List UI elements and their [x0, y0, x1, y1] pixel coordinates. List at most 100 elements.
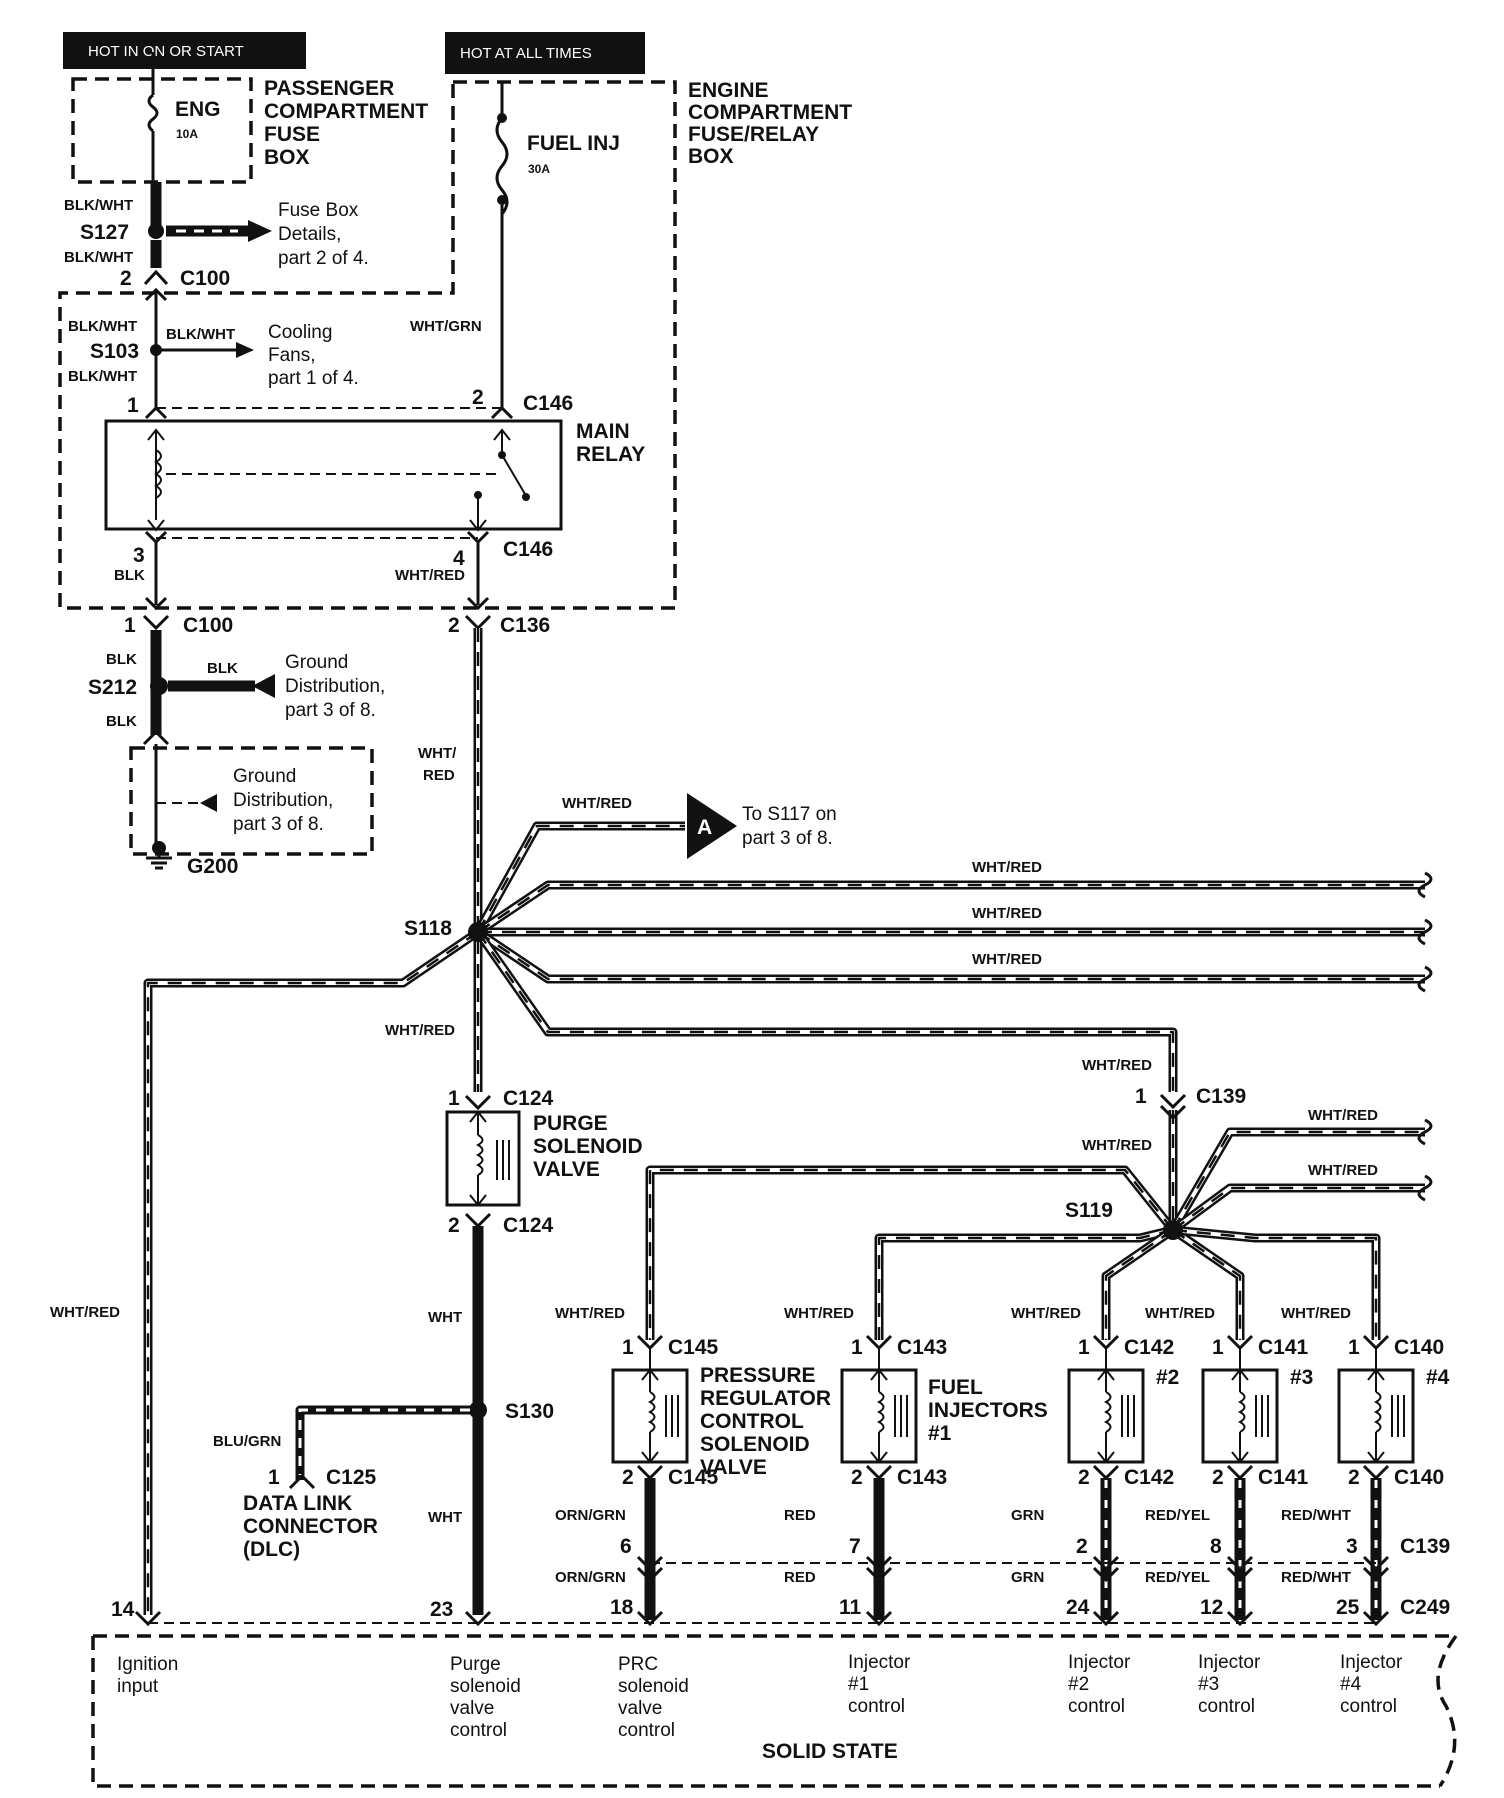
- relay-switch-icon: [501, 454, 526, 495]
- fuel-inj-line1: FUEL: [928, 1376, 983, 1399]
- s103-ref-2: Fans,: [268, 345, 316, 366]
- s119-id: S119: [1065, 1199, 1113, 1222]
- solid-state-box: [91, 1634, 1458, 1788]
- purge-line1: PURGE: [533, 1112, 608, 1135]
- wht-red-harness: [143, 628, 1425, 1615]
- ecm-label-inj1-2: #1: [848, 1674, 869, 1695]
- ecm-label-purge-1: Purge: [450, 1654, 501, 1675]
- ecm-label-inj2-3: control: [1068, 1696, 1125, 1717]
- ecm-label-inj3-1: Injector: [1198, 1652, 1261, 1673]
- prc-line1: PRESSURE: [700, 1364, 816, 1387]
- s118-id: S118: [404, 917, 452, 940]
- pcfb-line3: FUSE: [264, 123, 320, 146]
- injector-3-tag: #3: [1290, 1366, 1313, 1389]
- ecm-label-prc-4: control: [618, 1720, 675, 1741]
- prc-line4: SOLENOID: [700, 1433, 810, 1456]
- conn-a-ref-2: part 3 of 8.: [742, 828, 833, 849]
- c100-bot-id: C100: [183, 614, 233, 637]
- wire-wht-red-r3: WHT/RED: [972, 951, 1042, 968]
- c146-pin4: 4: [453, 547, 465, 570]
- c139-top-id: C139: [1196, 1085, 1246, 1108]
- main-relay: [104, 419, 563, 531]
- s103-id: S103: [90, 340, 139, 363]
- c146-bot-id: C146: [503, 538, 553, 561]
- injector-3-wire-top: WHT/RED: [1145, 1305, 1215, 1322]
- prc-solenoid-wire-mid: ORN/GRN: [555, 1507, 626, 1524]
- c146-pin2: 2: [472, 386, 484, 409]
- c136-id: C136: [500, 614, 550, 637]
- ecm-label-inj1-3: control: [848, 1696, 905, 1717]
- splice-s212: [150, 677, 168, 695]
- injector-3-conn-bot: C141: [1258, 1466, 1309, 1489]
- ecm-label-prc-3: valve: [618, 1698, 662, 1719]
- solenoid-coil-icon: [647, 1391, 656, 1433]
- injector-2-bot-connector: [1092, 1464, 1120, 1481]
- ecm-label-purge-4: control: [450, 1720, 507, 1741]
- injector-3-wire-low: RED/YEL: [1145, 1569, 1210, 1586]
- c100-bot-pin: 1: [124, 614, 136, 637]
- c146-pin1: 1: [127, 394, 139, 417]
- injector-4-c139-pin: 3: [1346, 1535, 1358, 1558]
- fuse-inj-icon: [495, 117, 509, 215]
- wire-blk-wht-2: BLK/WHT: [64, 249, 133, 266]
- injector-1-wire-low: RED: [784, 1569, 816, 1586]
- injector-2-wire-low: GRN: [1011, 1569, 1044, 1586]
- main-relay-line2: RELAY: [576, 443, 645, 466]
- wire-blk-wht-3: BLK/WHT: [68, 318, 137, 335]
- c100-top-connector: [143, 269, 169, 286]
- header-ign-box: [63, 32, 306, 69]
- injector-1-conn-bot: C143: [897, 1466, 947, 1489]
- engine-fuse-relay-box: [58, 80, 677, 610]
- pcfb-line2: COMPARTMENT: [264, 100, 428, 123]
- wire-break-icon: [1417, 965, 1433, 993]
- solenoid-coil-icon: [475, 1134, 484, 1176]
- prc-solenoid-conn-bot: C145: [668, 1466, 719, 1489]
- splice-s119: [1163, 1220, 1183, 1240]
- ecfrb-line1: ENGINE: [688, 79, 769, 102]
- s127-ref-3: part 2 of 4.: [278, 248, 369, 269]
- prc-solenoid-wire-top: WHT/RED: [555, 1305, 625, 1322]
- purge-line2: SOLENOID: [533, 1135, 643, 1158]
- c100-top-id: C100: [180, 267, 230, 290]
- c139-label: C139: [1400, 1535, 1450, 1558]
- ecm-label-inj3-3: control: [1198, 1696, 1255, 1717]
- injector-3-wire-mid: RED/YEL: [1145, 1507, 1210, 1524]
- c100-top-pin: 2: [120, 267, 132, 290]
- c124-pin2: 2: [448, 1214, 460, 1237]
- wire-wht-red-split-2: RED: [423, 767, 455, 784]
- fuse-eng-name: ENG: [175, 98, 221, 121]
- pcfb-line1: PASSENGER: [264, 77, 394, 100]
- c124-pin1: 1: [448, 1087, 460, 1110]
- prc-solenoid-c249-pin: 18: [610, 1596, 634, 1619]
- injector-1-bot-connector: [865, 1464, 893, 1481]
- dlc-line1: DATA LINK: [243, 1492, 352, 1515]
- dlc-pin: 1: [268, 1466, 280, 1489]
- prc-solenoid-wire-low: ORN/GRN: [555, 1569, 626, 1586]
- solenoid-coil-icon: [1373, 1391, 1382, 1433]
- ecm-label-inj2-1: Injector: [1068, 1652, 1131, 1673]
- gnd-box-ref-1: Ground: [233, 766, 296, 787]
- s212-ref-1: Ground: [285, 652, 348, 673]
- wire-wht-red-r4: WHT/RED: [1308, 1107, 1378, 1124]
- wire-blk-4: BLK: [106, 713, 137, 730]
- fuel-inj-line2: INJECTORS: [928, 1399, 1048, 1422]
- injector-1-c139-pin: 7: [849, 1535, 861, 1558]
- wire-break-icon: [1417, 918, 1433, 946]
- prc-line5: VALVE: [700, 1456, 767, 1479]
- wire-wht-grn: WHT/GRN: [410, 318, 482, 335]
- injector-1-pin1: 1: [851, 1336, 863, 1359]
- ecm-label-purge-2: solenoid: [450, 1676, 521, 1697]
- header-ign: HOT IN ON OR START: [88, 43, 244, 60]
- header-batt-box: [445, 32, 645, 74]
- dlc-connector: [288, 1473, 316, 1490]
- ecm-label-inj1-1: Injector: [848, 1652, 911, 1673]
- injector-2-conn-bot: C142: [1124, 1466, 1174, 1489]
- purge-line3: VALVE: [533, 1158, 600, 1181]
- injector-4-bot-connector: [1362, 1464, 1390, 1481]
- injector-2-wire-mid: GRN: [1011, 1507, 1044, 1524]
- ecm-pin-purge: 23: [430, 1598, 453, 1621]
- ecfrb-line2: COMPARTMENT: [688, 101, 852, 124]
- s127-id: S127: [80, 221, 129, 244]
- fuse-inj-name: FUEL INJ: [527, 132, 620, 155]
